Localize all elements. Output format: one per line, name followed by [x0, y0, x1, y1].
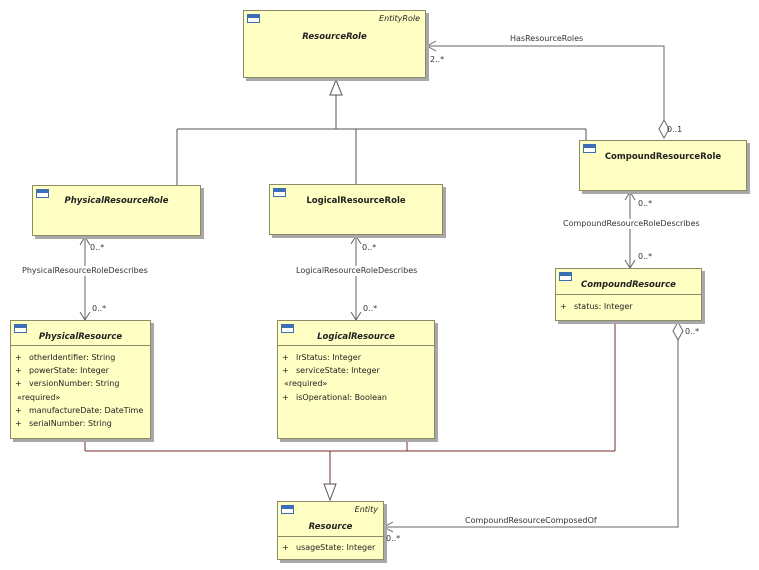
logical-describes-connector [350, 235, 362, 321]
attribute-row: + isOperational: Boolean [282, 391, 432, 404]
attribute-separator [278, 345, 434, 346]
visibility-marker: + [15, 353, 22, 362]
physical-describes-connector [79, 236, 91, 321]
class-icon [281, 324, 294, 333]
compound-composed-of-connector [382, 340, 679, 533]
class-icon [583, 144, 596, 153]
class-physical-resource-role[interactable]: PhysicalResourceRole [32, 185, 201, 236]
attribute-text: serviceState: Integer [296, 366, 380, 376]
multiplicity-label: 0..* [90, 243, 105, 252]
association-label-has-resource-roles: HasResourceRoles [510, 34, 584, 44]
compound-composed-of-aggregation-diamond [672, 320, 684, 342]
class-icon [273, 188, 286, 197]
class-icon [36, 189, 49, 198]
multiplicity-label: 2..* [430, 55, 445, 64]
attribute-list: + usageState: Integer [282, 541, 381, 554]
attribute-list: + otherIdentifier: String + powerState: In… [15, 351, 148, 430]
attribute-row: + serialNumber: String [15, 417, 148, 430]
class-icon [281, 505, 294, 514]
attribute-text: serialNumber: String [29, 418, 112, 428]
attribute-separator [556, 294, 701, 295]
compound-describes-connector [624, 191, 636, 269]
class-resource[interactable]: Entity Resource + usageState: Integer [277, 501, 384, 560]
class-logical-resource-role[interactable]: LogicalResourceRole [269, 184, 443, 235]
attribute-text: otherIdentifier: String [29, 353, 116, 362]
stereotype-label: Entity [354, 505, 378, 514]
attribute-text: manufactureDate: DateTime [29, 405, 144, 415]
class-resource-role[interactable]: EntityRole ResourceRole [243, 10, 426, 78]
attribute-separator [11, 345, 150, 346]
generalization-to-resource [84, 321, 616, 484]
visibility-marker: + [282, 353, 289, 362]
attribute-list: + lrStatus: Integer + serviceState: Intege… [282, 351, 432, 404]
required-stereotype-label: «required» [284, 379, 328, 389]
attribute-row: + powerState: Integer [15, 364, 148, 377]
visibility-marker: + [282, 543, 289, 552]
multiplicity-label: 0..* [363, 304, 378, 313]
class-icon [247, 14, 260, 23]
visibility-marker: + [282, 392, 289, 402]
class-physical-resource[interactable]: PhysicalResource + otherIdentifier: Strin… [10, 320, 151, 439]
has-resource-roles-aggregation-diamond [658, 118, 670, 140]
association-label-compound-describes: CompoundResourceRoleDescribes [563, 219, 700, 229]
visibility-marker: + [15, 379, 22, 389]
multiplicity-label: 0..* [92, 304, 107, 313]
generalization-to-resource-role [176, 95, 587, 185]
attribute-list: + status: Integer [560, 300, 699, 313]
class-name: CompoundResource [581, 280, 676, 290]
multiplicity-label: 0..* [685, 327, 700, 336]
attribute-row: + lrStatus: Integer [282, 351, 432, 364]
attribute-row: + serviceState: Integer [282, 364, 432, 377]
association-label-compound-composed-of: CompoundResourceComposedOf [465, 516, 597, 526]
multiplicity-label: 0..* [638, 252, 653, 261]
association-label-logical-describes: LogicalResourceRoleDescribes [296, 266, 418, 276]
attribute-text: powerState: Integer [29, 366, 109, 376]
class-icon [14, 324, 27, 333]
attribute-row: + usageState: Integer [282, 541, 381, 554]
class-compound-resource[interactable]: CompoundResource + status: Integer [555, 268, 702, 321]
class-name: PhysicalResource [38, 332, 123, 342]
attribute-text: status: Integer [574, 302, 633, 311]
visibility-marker: + [282, 366, 289, 376]
class-compound-resource-role[interactable]: CompoundResourceRole [579, 140, 747, 191]
attribute-row: + status: Integer [560, 300, 699, 313]
stereotype-label: EntityRole [379, 14, 420, 23]
class-name: PhysicalResourceRole [64, 196, 169, 206]
multiplicity-label: 0..1 [667, 125, 683, 134]
resource-generalization-arrowhead [323, 483, 337, 502]
association-label-physical-describes: PhysicalResourceRoleDescribes [22, 266, 148, 276]
class-name: ResourceRole [302, 32, 367, 42]
attribute-text: versionNumber: String [29, 379, 120, 389]
attribute-row: + versionNumber: String [15, 377, 148, 390]
multiplicity-label: 0..* [386, 534, 401, 543]
resource-role-generalization-arrowhead [329, 78, 343, 96]
class-name: Resource [308, 522, 353, 532]
multiplicity-label: 0..* [638, 199, 653, 208]
multiplicity-label: 0..* [362, 243, 377, 252]
class-name: LogicalResourceRole [306, 196, 406, 206]
class-name: LogicalResource [317, 332, 395, 342]
class-icon [559, 272, 572, 281]
required-stereotype-label: «required» [17, 392, 61, 402]
attribute-text: usageState: Integer [296, 543, 376, 552]
attribute-separator [278, 536, 383, 537]
class-logical-resource[interactable]: LogicalResource + lrStatus: Integer + serv… [277, 320, 435, 439]
class-name: CompoundResourceRole [604, 152, 722, 162]
visibility-marker: + [15, 366, 22, 376]
visibility-marker: + [15, 405, 22, 415]
attribute-text: lrStatus: Integer [296, 353, 362, 362]
visibility-marker: + [560, 302, 567, 311]
attribute-row: + manufactureDate: DateTime [15, 404, 148, 417]
attribute-text: isOperational: Boolean [296, 392, 387, 402]
visibility-marker: + [15, 418, 22, 428]
attribute-row: + otherIdentifier: String [15, 351, 148, 364]
has-resource-roles-connector [425, 40, 665, 122]
